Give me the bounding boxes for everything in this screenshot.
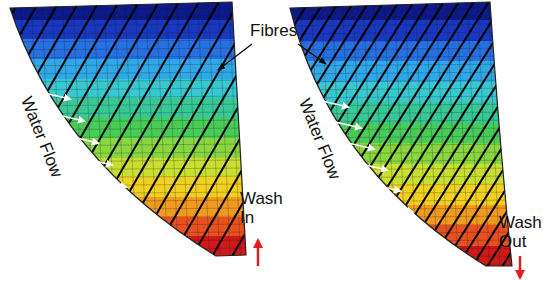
mesh-line: [405, 0, 417, 270]
blade-outline: [10, 2, 246, 256]
fibre-line: [470, 0, 550, 270]
mesh-line: [0, 200, 250, 202]
flow-arrow: [68, 136, 98, 143]
mesh-line: [280, 160, 520, 162]
fibre-line: [30, 0, 180, 260]
mesh-line: [280, 256, 520, 258]
mesh-line: [198, 0, 210, 260]
flow-arrow: [110, 202, 140, 209]
wash-label: Wash In: [240, 190, 284, 227]
mesh-line: [62, 0, 74, 260]
fibre-line: [455, 0, 550, 270]
fibre-line: [0, 0, 120, 260]
fibre-line: [200, 0, 370, 270]
mesh-line: [280, 0, 292, 270]
fibre-line: [140, 0, 310, 270]
mesh-line: [10, 0, 22, 260]
flow-arrows: [40, 92, 413, 212]
mesh-line: [0, 160, 250, 162]
fibre-line: [0, 0, 20, 260]
flow-arrow: [357, 163, 387, 170]
flow-arrow: [40, 92, 70, 99]
fibre-line: [185, 0, 355, 270]
fibres: [110, 0, 550, 270]
mesh-line: [280, 16, 520, 18]
mesh-line: [280, 240, 520, 242]
leader-line: [298, 44, 326, 64]
mesh-line: [280, 64, 520, 66]
mesh: [0, 0, 262, 260]
fibre-line: [150, 0, 300, 260]
mesh-line: [280, 184, 520, 186]
mesh-line: [94, 0, 106, 260]
fibre-line: [485, 0, 550, 270]
fibre-line: [10, 0, 160, 260]
mesh-line: [0, 176, 250, 178]
flow-arrow: [96, 180, 126, 187]
mesh-line: [0, 64, 250, 66]
fibre-line: [500, 0, 550, 270]
mesh-line: [467, 0, 479, 270]
mesh-line: [0, 0, 250, 2]
mesh-line: [0, 224, 250, 226]
flow-arrow: [331, 121, 361, 128]
mesh-line: [436, 0, 448, 270]
mesh-line: [332, 0, 344, 270]
mesh-line: [0, 216, 250, 218]
mesh-line: [125, 0, 137, 260]
fibre-line: [110, 0, 280, 270]
wash-in-arrow: [257, 240, 260, 266]
mesh-line: [446, 0, 458, 270]
fibre-line: [170, 0, 320, 260]
mesh-line: [280, 40, 520, 42]
mesh-line: [280, 88, 520, 90]
mesh-line: [457, 0, 469, 270]
mesh-line: [0, 56, 250, 58]
mesh-line: [0, 248, 250, 250]
fibre-line: [110, 0, 260, 260]
leader-line: [218, 44, 252, 70]
flow-arrow: [344, 142, 374, 149]
blade-outline: [290, 2, 512, 266]
fibre-line: [0, 0, 80, 260]
blade-right: [110, 0, 550, 270]
mesh-line: [0, 0, 12, 260]
mesh-line: [280, 216, 520, 218]
mesh-line: [0, 16, 250, 18]
mesh-line: [146, 0, 158, 260]
mesh-line: [0, 240, 250, 242]
flow-arrow: [54, 114, 84, 121]
flow-arrow: [370, 184, 400, 191]
mesh-line: [0, 32, 250, 34]
mesh-line: [0, 256, 250, 258]
wash-out-arrow: [519, 256, 522, 278]
mesh-line: [415, 0, 427, 270]
mesh-line: [280, 232, 520, 234]
mesh-line: [73, 0, 85, 260]
mesh-line: [0, 232, 250, 234]
flow-arrow: [82, 158, 112, 165]
fibres-label: Fibres: [250, 22, 297, 41]
mesh-line: [0, 208, 250, 210]
flow-arrow: [383, 205, 413, 212]
fibre-line: [50, 0, 200, 260]
mesh-line: [0, 192, 250, 194]
mesh-line: [0, 88, 250, 90]
fibre-line: [395, 0, 550, 270]
fibre-line: [70, 0, 220, 260]
flow-arrow: [318, 100, 348, 107]
fibre-line: [425, 0, 550, 270]
fibre-line: [125, 0, 295, 270]
mesh-line: [0, 168, 250, 170]
wash-label: Wash Out: [499, 214, 547, 251]
